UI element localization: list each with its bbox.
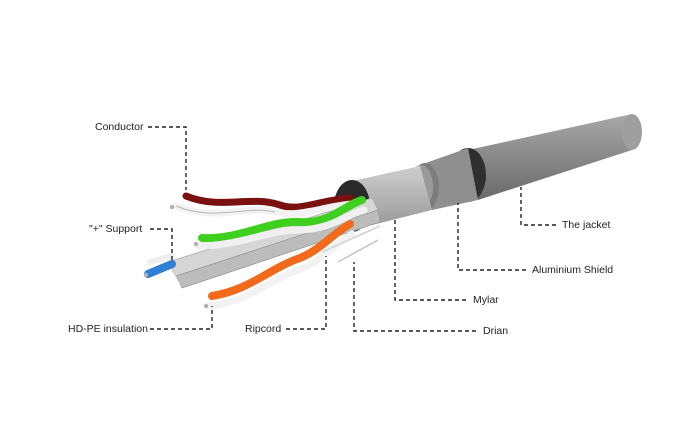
leader-lines: [148, 126, 556, 332]
leader-jacket: [520, 187, 556, 226]
label-jacket: The jacket: [562, 219, 611, 231]
leader-drian: [353, 262, 476, 332]
leader-conductor: [148, 126, 187, 190]
ripcord-strand: [321, 225, 381, 253]
leader-hdpe: [150, 306, 213, 330]
label-aluminium-shield: Aluminium Shield: [532, 264, 614, 276]
label-support: "+" Support: [89, 223, 143, 235]
label-hdpe-insulation: HD-PE insulation: [68, 323, 148, 335]
leader-mylar: [394, 218, 466, 301]
leader-support: [150, 228, 173, 262]
label-mylar: Mylar: [473, 294, 499, 306]
jacket-body: [450, 114, 642, 202]
blue-pair: [143, 253, 176, 278]
brown-pair: [169, 192, 356, 218]
label-conductor: Conductor: [95, 121, 144, 133]
drain-wire: [337, 239, 379, 263]
leader-aluminium: [457, 203, 526, 271]
label-drian: Drian: [483, 325, 509, 337]
green-pair: [193, 196, 368, 250]
label-ripcord: Ripcord: [245, 323, 282, 335]
